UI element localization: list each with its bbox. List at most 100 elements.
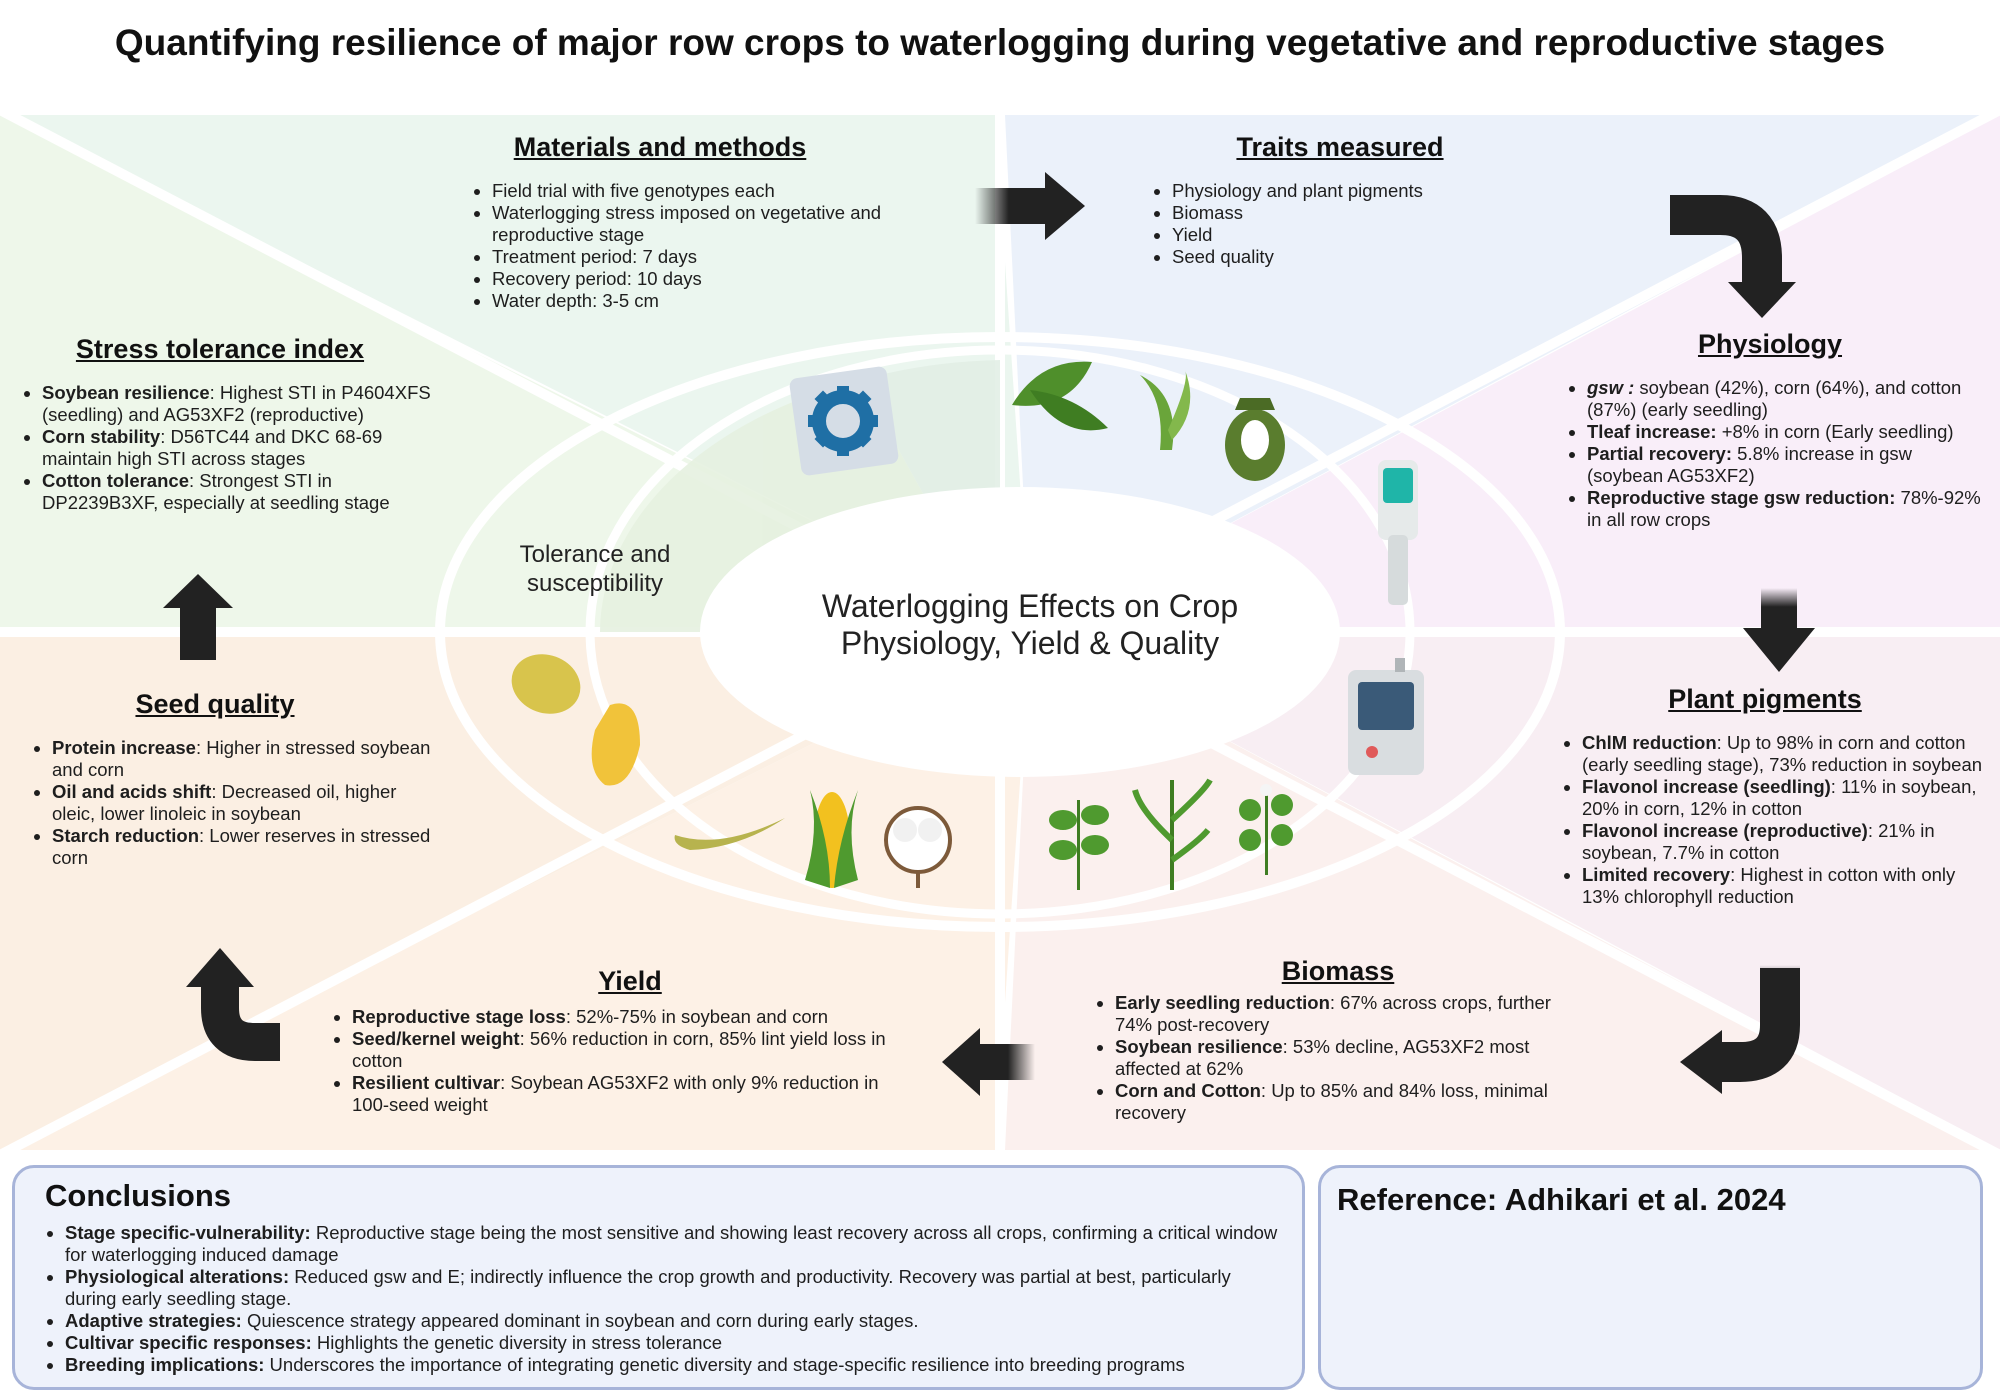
item-bold: Resilient cultivar xyxy=(352,1072,501,1093)
item-text: +8% in corn (Early seedling) xyxy=(1716,421,1954,442)
item-text: : Up to 98% in corn and cotton (early se… xyxy=(1582,732,1983,775)
list-item: Resilient cultivar: Soybean AG53XF2 with… xyxy=(352,1072,890,1116)
sti-heading: Stress tolerance index xyxy=(75,334,365,364)
list-item: Stage specific-vulnerability: Reproducti… xyxy=(65,1222,1282,1266)
list-item: Limited recovery: Highest in cotton with… xyxy=(1582,864,1990,908)
item-text: : 11% in soybean, 20% in corn, 12% in co… xyxy=(1582,776,1977,819)
traits-section: Traits measured Physiology and plant pig… xyxy=(1150,132,1530,268)
list-item: Physiological alterations: Reduced gsw a… xyxy=(65,1266,1282,1310)
item-bold: Seed/kernel weight xyxy=(352,1028,520,1049)
list-item: Field trial with five genotypes each xyxy=(492,180,890,202)
arrow-traits-to-physiology xyxy=(1670,195,1796,318)
conclusions-box: Conclusions Stage specific-vulnerability… xyxy=(12,1165,1305,1390)
physiology-section: Physiology gsw : soybean (42%), corn (64… xyxy=(1565,329,1985,531)
corn-cob-icon xyxy=(805,790,858,888)
seed-quality-heading: Seed quality xyxy=(135,689,295,719)
item-text: Underscores the importance of integratin… xyxy=(264,1354,1185,1375)
leaf-icon xyxy=(1012,361,1108,431)
item-text: : Soybean AG53XF2 with only 9% reduction… xyxy=(352,1072,879,1115)
arrow-physiology-to-pigments xyxy=(1743,588,1815,672)
pigments-heading: Plant pigments xyxy=(1668,684,1862,714)
yield-section: Yield Reproductive stage loss: 52%-75% i… xyxy=(330,968,890,1116)
list-item: gsw : soybean (42%), corn (64%), and cot… xyxy=(1587,377,1985,421)
item-text: Quiescence strategy appeared dominant in… xyxy=(241,1310,919,1331)
list-item: Tleaf increase: +8% in corn (Early seedl… xyxy=(1587,421,1985,443)
list-item: Water depth: 3-5 cm xyxy=(492,290,890,312)
item-bold: Corn and Cotton xyxy=(1115,1080,1261,1101)
list-item: Starch reduction: Lower reserves in stre… xyxy=(52,825,440,869)
item-bold: Cultivar specific responses: xyxy=(65,1332,312,1353)
item-text: : Higher in stressed soybean and corn xyxy=(52,737,431,780)
list-item: Yield xyxy=(1172,224,1530,246)
cotton-plant-icon xyxy=(1239,784,1293,875)
item-text: : Decreased oil, higher oleic, lower lin… xyxy=(52,781,397,824)
item-bold: Partial recovery: xyxy=(1587,443,1733,464)
gear-icon xyxy=(789,366,899,476)
list-item: Corn stability: D56TC44 and DKC 68-69 ma… xyxy=(42,426,440,470)
list-item: Reproductive stage loss: 52%-75% in soyb… xyxy=(352,1006,890,1028)
item-bold: Cotton tolerance xyxy=(42,470,189,491)
item-text: : Up to 85% and 84% loss, minimal recove… xyxy=(1115,1080,1548,1123)
list-item: Flavonol increase (seedling): 11% in soy… xyxy=(1582,776,1990,820)
list-item: Corn and Cotton: Up to 85% and 84% loss,… xyxy=(1115,1080,1593,1124)
item-bold: Stage specific-vulnerability: xyxy=(65,1222,311,1243)
page-title: Quantifying resilience of major row crop… xyxy=(114,22,1886,63)
list-item: Recovery period: 10 days xyxy=(492,268,890,290)
list-item: Cotton tolerance: Strongest STI in DP223… xyxy=(42,470,440,514)
tolerance-label: Tolerance and susceptibility xyxy=(470,540,720,598)
item-text: 5.8% increase in gsw (soybean AG53XF2) xyxy=(1587,443,1912,486)
pigments-section: Plant pigments ChlM reduction: Up to 98%… xyxy=(1560,684,1990,908)
list-item: Flavonol increase (reproductive): 21% in… xyxy=(1582,820,1990,864)
center-line-2: Physiology, Yield & Quality xyxy=(840,625,1220,661)
item-bold: Flavonol increase (seedling) xyxy=(1582,776,1831,797)
item-text: : Lower reserves in stressed corn xyxy=(52,825,431,868)
arrow-seed-quality-to-sti xyxy=(163,574,233,660)
chlorophyll-meter-icon xyxy=(1348,658,1424,775)
item-bold: Physiological alterations: xyxy=(65,1266,290,1287)
porometer-device-icon xyxy=(1378,460,1418,605)
soybean-seed-icon xyxy=(511,654,581,714)
list-item: Partial recovery: 5.8% increase in gsw (… xyxy=(1587,443,1985,487)
item-bold: Reproductive stage gsw reduction: xyxy=(1587,487,1896,508)
sector-pigments xyxy=(1030,635,2000,1150)
list-item: Protein increase: Higher in stressed soy… xyxy=(52,737,440,781)
arrow-materials-to-traits xyxy=(975,172,1085,240)
item-text: Reproductive stage being the most sensit… xyxy=(65,1222,1278,1265)
conclusions-heading: Conclusions xyxy=(45,1178,232,1213)
item-text: Highlights the genetic diversity in stre… xyxy=(311,1332,723,1353)
physiology-heading: Physiology xyxy=(1697,329,1843,359)
biomass-heading: Biomass xyxy=(1281,956,1395,986)
item-bold: Tleaf increase: xyxy=(1587,421,1717,442)
item-bold: Adaptive strategies: xyxy=(65,1310,242,1331)
item-bold: ChlM reduction xyxy=(1582,732,1717,753)
tea-leaf-icon xyxy=(1140,370,1191,450)
item-bold: Limited recovery xyxy=(1582,864,1731,885)
seed-quality-section: Seed quality Protein increase: Higher in… xyxy=(30,689,440,869)
list-item: Breeding implications: Underscores the i… xyxy=(65,1354,1282,1376)
list-item: Cultivar specific responses: Highlights … xyxy=(65,1332,1282,1354)
item-text: soybean (42%), corn (64%), and cotton (8… xyxy=(1587,377,1962,420)
center-label: Waterlogging Effects on Crop Physiology,… xyxy=(760,588,1300,662)
cotton-boll-icon xyxy=(1225,398,1285,481)
arrow-pigments-to-biomass xyxy=(1680,965,1800,1094)
item-text: : Highest in cotton with only 13% chloro… xyxy=(1582,864,1956,907)
tolerance-line-2: susceptibility xyxy=(526,570,664,597)
cotton-flower-icon xyxy=(884,806,952,888)
item-text: : 21% in soybean, 7.7% in cotton xyxy=(1582,820,1935,863)
arrow-biomass-to-yield xyxy=(942,1028,1035,1096)
item-bold: Soybean resilience xyxy=(1115,1036,1283,1057)
center-ellipse xyxy=(700,487,1340,777)
item-text: : D56TC44 and DKC 68-69 maintain high ST… xyxy=(42,426,383,469)
traits-heading: Traits measured xyxy=(1236,132,1444,162)
item-text: : 52%-75% in soybean and corn xyxy=(565,1006,829,1027)
item-bold: Soybean resilience xyxy=(42,382,210,403)
item-bold: gsw : xyxy=(1587,377,1635,398)
item-text: : Strongest STI in DP2239B3XF, especiall… xyxy=(42,470,390,513)
corn-plant-icon xyxy=(1132,778,1213,890)
yield-heading: Yield xyxy=(598,966,662,996)
materials-heading: Materials and methods xyxy=(513,132,807,162)
list-item: Seed quality xyxy=(1172,246,1530,268)
item-bold: Reproductive stage loss xyxy=(352,1006,566,1027)
item-bold: Oil and acids shift xyxy=(52,781,212,802)
